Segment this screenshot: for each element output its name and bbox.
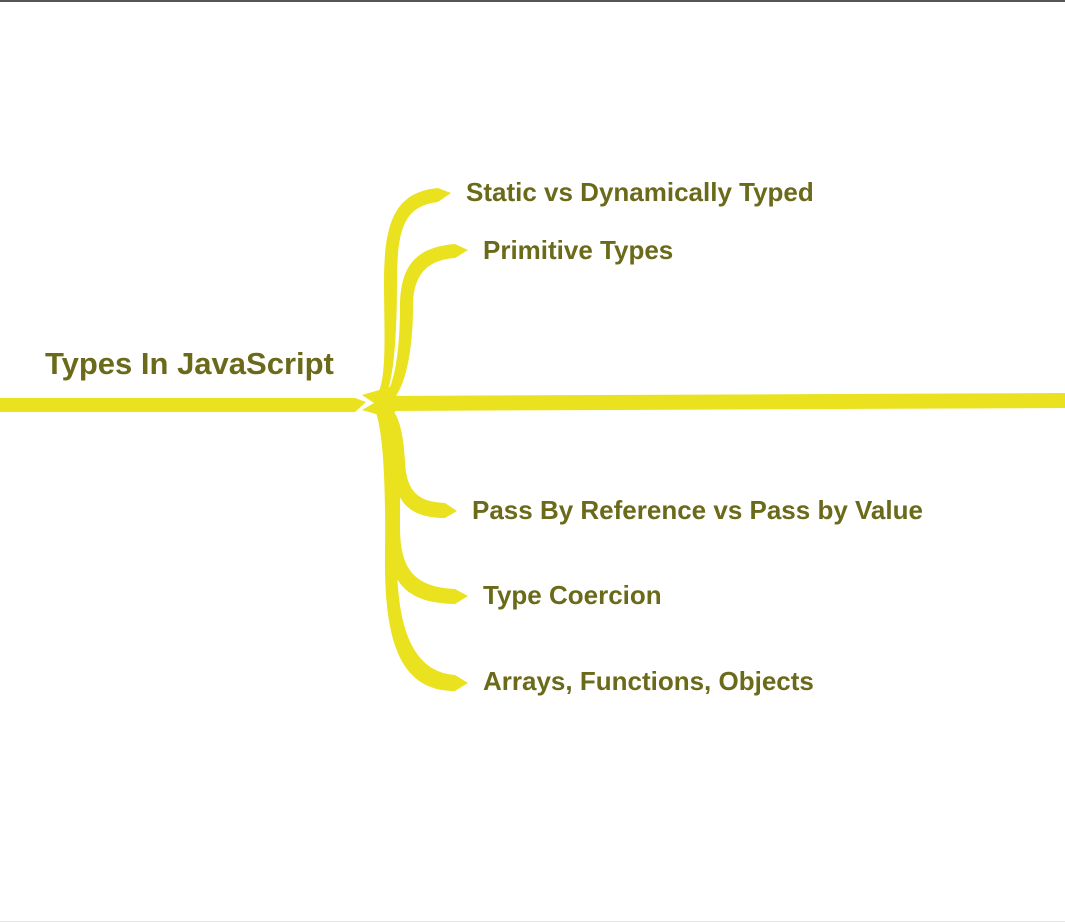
branch-arrays-functions-objects — [375, 407, 468, 691]
child-topic-type-coercion: Type Coercion — [483, 580, 662, 610]
root-spine-left — [0, 398, 366, 412]
child-topic-arrays-functions-objects: Arrays, Functions, Objects — [483, 666, 814, 696]
child-topic-primitive-types: Primitive Types — [483, 235, 674, 265]
root-spine-right — [378, 393, 1065, 411]
child-topic-static-vs-dynamic: Static vs Dynamically Typed — [466, 177, 814, 207]
branch-type-coercion — [378, 406, 468, 604]
branch-static-vs-dynamic — [374, 188, 451, 402]
child-topic-pass-by-reference: Pass By Reference vs Pass by Value — [472, 495, 923, 525]
root-topic-label: Types In JavaScript — [45, 346, 334, 381]
branch-primitive-types — [380, 244, 468, 403]
